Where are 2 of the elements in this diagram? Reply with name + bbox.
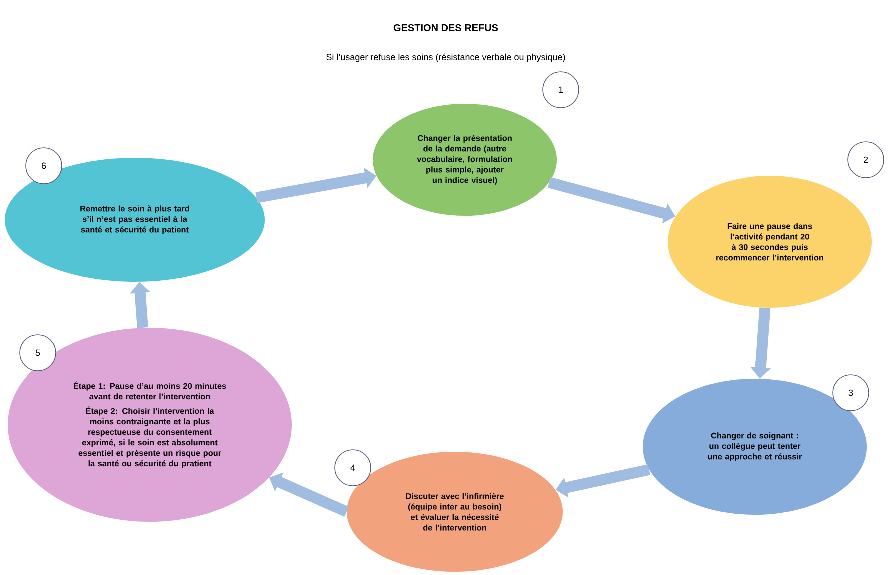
subtitle: Si l’usager refuse les soins (résistance verbale ou physique) bbox=[326, 54, 566, 62]
title: GESTION DES REFUS bbox=[394, 24, 498, 32]
